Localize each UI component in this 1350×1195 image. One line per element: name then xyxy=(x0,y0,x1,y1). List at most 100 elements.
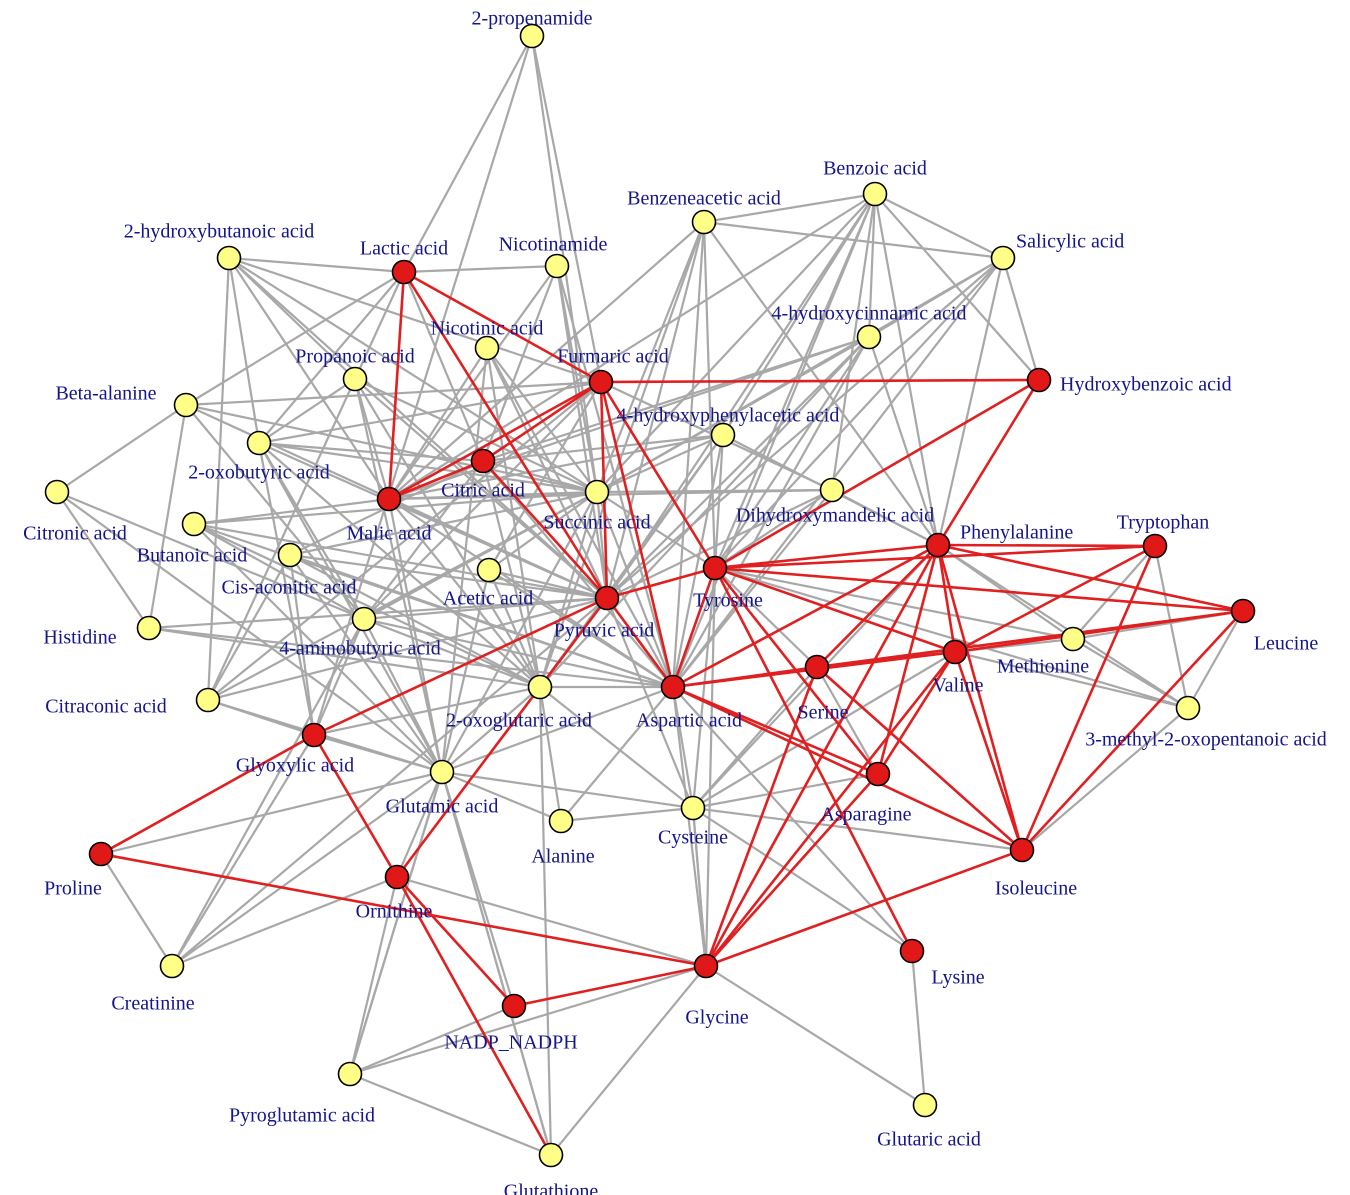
node-isoleucine[interactable] xyxy=(1009,837,1035,863)
edge-glyoxylic-ornithine xyxy=(312,734,399,878)
node-propanoic[interactable] xyxy=(342,366,368,392)
node-label-citraconic: Citraconic acid xyxy=(45,696,167,718)
node-glutamic[interactable] xyxy=(429,759,455,785)
edge-tyrosine-aspartic xyxy=(671,567,717,688)
node-label-fumaric: Furmaric acid xyxy=(557,346,669,368)
node-citronic[interactable] xyxy=(44,479,70,505)
node-cisaconitic[interactable] xyxy=(277,542,303,568)
edge-tyrosine-phenylalanine xyxy=(714,543,939,570)
edge-lactic-betaalanine xyxy=(185,271,405,406)
node-butanoic[interactable] xyxy=(181,511,207,537)
node-nadp[interactable] xyxy=(501,993,527,1019)
node-propenamide[interactable] xyxy=(519,23,545,49)
node-malic[interactable] xyxy=(376,486,402,512)
node-alanine[interactable] xyxy=(548,808,574,834)
node-creatinine[interactable] xyxy=(159,953,185,979)
edge-hydroxybutanoic-fumaric xyxy=(228,256,602,384)
node-lactic[interactable] xyxy=(391,259,417,285)
node-label-malic: Malic acid xyxy=(347,523,432,545)
edge-hydroxybutanoic-oxobutyric xyxy=(227,257,261,444)
edge-proline-creatinine xyxy=(100,853,173,967)
edge-cisaconitic-aspartic xyxy=(289,553,674,689)
node-label-pyroglutamic: Pyroglutamic acid xyxy=(229,1105,375,1127)
node-valine[interactable] xyxy=(942,639,968,665)
node-betaalanine[interactable] xyxy=(173,392,199,418)
node-hydroxybutanoic[interactable] xyxy=(216,245,242,271)
node-asparagine[interactable] xyxy=(865,761,891,787)
node-oxoglutaric[interactable] xyxy=(527,674,553,700)
edge-valine-asparagine xyxy=(876,651,957,775)
edge-acetic-pyruvic xyxy=(488,568,608,600)
node-ornithine[interactable] xyxy=(384,864,410,890)
edge-acetic-oxoglutaric xyxy=(487,569,542,688)
edge-fumaric-aspartic xyxy=(599,381,675,688)
node-proline[interactable] xyxy=(88,841,114,867)
edge-serine-glycine xyxy=(704,666,819,967)
edge-hydroxycinnamic-aspartic xyxy=(672,336,870,688)
node-label-valine: Valine xyxy=(932,675,983,697)
edge-oxoglutaric-glutamic xyxy=(441,686,541,773)
edge-lysine-aspartic xyxy=(672,686,913,952)
node-tryptophan[interactable] xyxy=(1142,533,1168,559)
node-label-acetic: Acetic acid xyxy=(443,588,534,610)
node-dihydroxymandelic[interactable] xyxy=(819,477,845,503)
node-aminobutyric[interactable] xyxy=(351,606,377,632)
node-fumaric[interactable] xyxy=(588,369,614,395)
edge-benzoic-hydroxyphenylacetic xyxy=(722,193,876,436)
edge-tyrosine-serine xyxy=(714,567,818,668)
node-pyroglutamic[interactable] xyxy=(337,1061,363,1087)
node-succinic[interactable] xyxy=(584,479,610,505)
edge-phenylalanine-isoleucine xyxy=(936,544,1024,851)
node-oxobutyric[interactable] xyxy=(246,430,272,456)
node-glycine[interactable] xyxy=(693,953,719,979)
node-hydroxybenzoic[interactable] xyxy=(1026,367,1052,393)
node-methionine[interactable] xyxy=(1060,626,1086,652)
node-nicotinic[interactable] xyxy=(474,335,500,361)
node-label-tyrosine: Tyrosine xyxy=(693,590,763,612)
edge-nicotinic-malic xyxy=(388,347,488,500)
edge-cysteine-asparagine xyxy=(692,772,879,810)
node-glutaric[interactable] xyxy=(912,1092,938,1118)
edge-tryptophan-valine xyxy=(954,544,1156,654)
node-benzeneacetic[interactable] xyxy=(691,209,717,235)
node-hydroxycinnamic[interactable] xyxy=(856,324,882,350)
node-serine[interactable] xyxy=(804,654,830,680)
node-label-creatinine: Creatinine xyxy=(111,993,194,1015)
node-histidine[interactable] xyxy=(136,615,162,641)
node-benzoic[interactable] xyxy=(862,181,888,207)
node-hydroxyphenylacetic[interactable] xyxy=(710,422,736,448)
node-cysteine[interactable] xyxy=(680,795,706,821)
node-label-alanine: Alanine xyxy=(531,846,594,868)
edge-pyruvic-tyrosine xyxy=(606,566,716,600)
node-label-aspartic: Aspartic acid xyxy=(636,710,742,732)
edge-fumaric-hydroxybenzoic xyxy=(600,378,1040,384)
node-aspartic[interactable] xyxy=(660,674,686,700)
edge-phenylalanine-aspartic xyxy=(672,543,939,689)
node-methyloxopentanoic[interactable] xyxy=(1175,695,1201,721)
node-citric[interactable] xyxy=(470,448,496,474)
edge-aminobutyric-glyoxylic xyxy=(312,618,366,736)
edge-aminobutyric-glutamic xyxy=(363,618,443,773)
node-glutathione[interactable] xyxy=(538,1142,564,1168)
node-phenylalanine[interactable] xyxy=(925,532,951,558)
edge-aspartic-alanine xyxy=(560,686,674,822)
edge-fumaric-tyrosine xyxy=(599,381,717,569)
edge-dihydroxymandelic-pyruvic xyxy=(606,489,833,599)
edge-fumaric-malic xyxy=(388,380,602,501)
node-leucine[interactable] xyxy=(1230,598,1256,624)
edge-leucine-serine xyxy=(816,609,1244,669)
node-nicotinamide[interactable] xyxy=(544,253,570,279)
node-pyruvic[interactable] xyxy=(594,585,620,611)
edge-hydroxycinnamic-malic xyxy=(388,335,870,501)
edge-nicotinamide-succinic xyxy=(555,265,599,493)
node-lysine[interactable] xyxy=(899,938,925,964)
node-citraconic[interactable] xyxy=(195,687,221,713)
node-glyoxylic[interactable] xyxy=(301,722,327,748)
node-tyrosine[interactable] xyxy=(702,555,728,581)
edge-pyruvic-glyoxylic xyxy=(313,596,608,737)
node-acetic[interactable] xyxy=(476,557,502,583)
edge-glutamic-ornithine xyxy=(395,771,444,878)
node-salicylic[interactable] xyxy=(990,245,1016,271)
edge-salicylic-hydroxybenzoic xyxy=(1001,257,1041,381)
edge-glutamic-creatinine xyxy=(171,771,443,967)
